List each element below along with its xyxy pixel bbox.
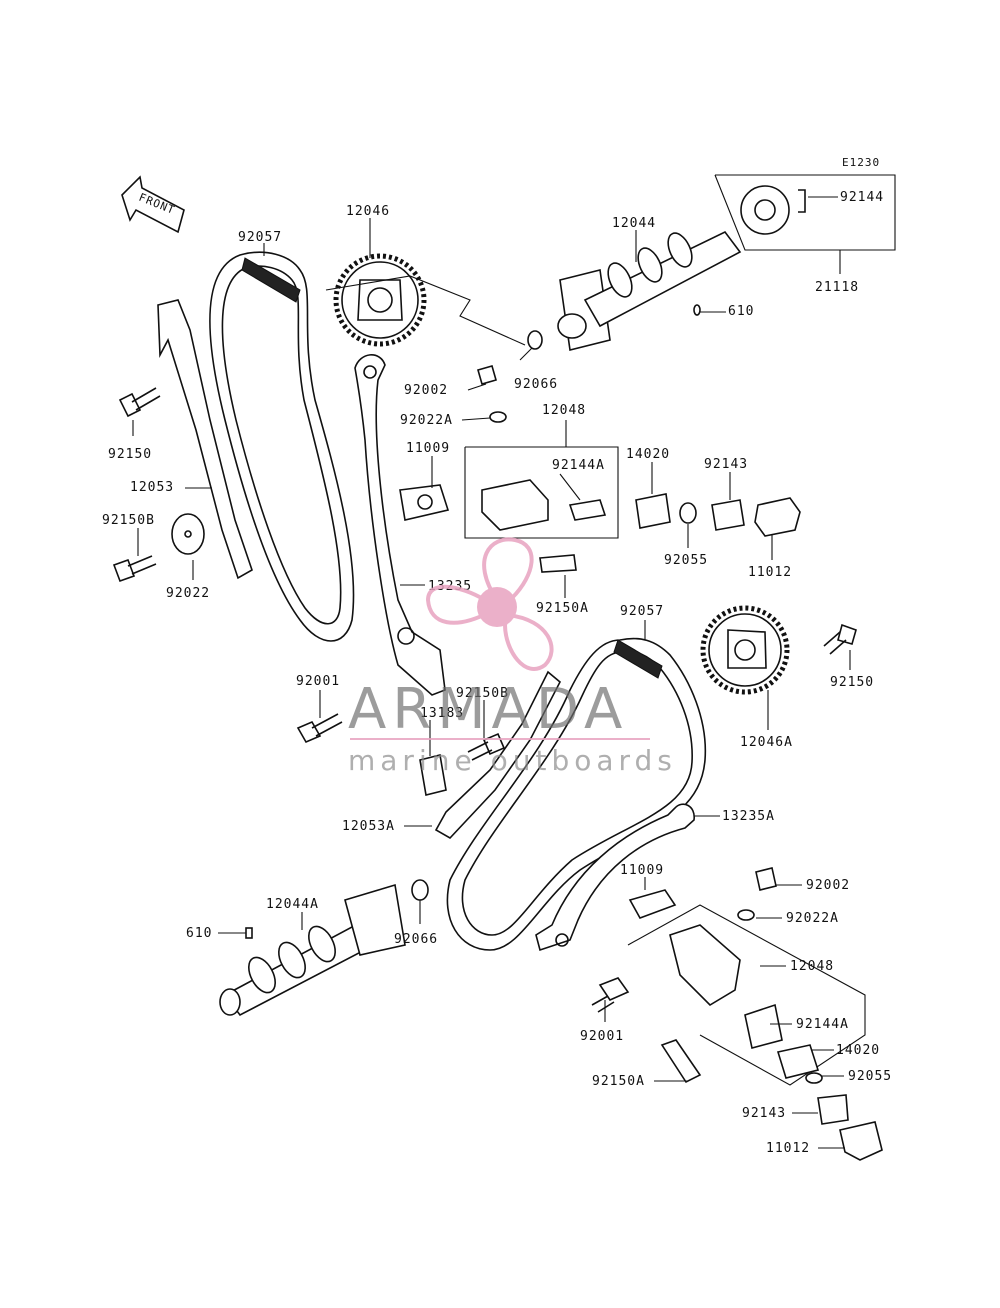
label-92150A-top: 92150A (536, 601, 589, 616)
gasket-11009-bottom (628, 889, 677, 919)
washer-92022A-top (489, 411, 507, 423)
tensioner-12048-top (464, 446, 619, 539)
washer-92022A-bottom (737, 909, 755, 921)
tensioner-12048-bottom (627, 904, 866, 1086)
cap-14020-top (635, 493, 671, 529)
washer-92022 (171, 513, 205, 555)
label-92057-mid: 92057 (620, 604, 664, 619)
diagram-code: E1230 (842, 156, 880, 169)
bolt-92001-bottom (598, 977, 630, 1002)
cam-sprocket-12046A (700, 605, 790, 695)
camshaft-12044A (219, 883, 406, 1017)
label-92066-top: 92066 (514, 377, 558, 392)
chain-tensioner-guide-13235A (535, 803, 695, 952)
bolt-92002-bottom (755, 867, 777, 891)
label-92001-left: 92001 (296, 674, 340, 689)
label-92144A-bottom: 92144A (796, 1017, 849, 1032)
bolt-92150A-bottom (660, 1039, 702, 1084)
pin-610-bottom (245, 927, 253, 939)
bolt-92150B-left (112, 555, 157, 583)
o-ring-92055-bottom (805, 1072, 823, 1084)
bolt-92150-left (118, 387, 161, 418)
cap-14020-bottom (776, 1044, 820, 1079)
cap-11012-bottom (839, 1121, 883, 1161)
label-13183: 13183 (420, 706, 464, 721)
chain-guide-12053 (157, 299, 253, 580)
chain-guide-12053A (434, 670, 562, 840)
label-11012-top: 11012 (748, 565, 792, 580)
label-92150-right: 92150 (830, 675, 874, 690)
label-92150B-left: 92150B (102, 513, 155, 528)
cap-11012-top (754, 497, 801, 537)
gasket-11009-top (399, 484, 450, 521)
label-11012-bottom: 11012 (766, 1141, 810, 1156)
label-21118: 21118 (815, 280, 859, 295)
spacer-92143-bottom (817, 1094, 849, 1125)
chain-tensioner-guide-13235 (354, 354, 446, 696)
watermark-tagline: marine outboards (348, 744, 677, 777)
label-12044: 12044 (612, 216, 656, 231)
bracket-13183 (419, 754, 447, 796)
leader-lines (132, 196, 851, 1149)
label-14020-top: 14020 (626, 447, 670, 462)
label-92150-left: 92150 (108, 447, 152, 462)
label-92002-bottom: 92002 (806, 878, 850, 893)
label-12044A: 12044A (266, 897, 319, 912)
label-92055-top: 92055 (664, 553, 708, 568)
label-92001-bottom: 92001 (580, 1029, 624, 1044)
label-11009-bottom: 11009 (620, 863, 664, 878)
label-12046: 12046 (346, 204, 390, 219)
cam-chain-upper (209, 251, 355, 642)
label-92066-bottom: 92066 (394, 932, 438, 947)
label-92057-top: 92057 (238, 230, 282, 245)
label-12053A: 12053A (342, 819, 395, 834)
o-ring-92055-top (679, 502, 697, 524)
label-92150A-bottom: 92150A (592, 1074, 645, 1089)
watermark-rule (350, 738, 650, 740)
watermark-brand: ARMADA (348, 677, 628, 742)
bolt-92150-right (823, 623, 857, 655)
rotor-assembly-21118 (714, 174, 896, 251)
label-12046A: 12046A (740, 735, 793, 750)
label-92022A-bottom: 92022A (786, 911, 839, 926)
label-610-top: 610 (728, 304, 754, 319)
label-92055-bottom: 92055 (848, 1069, 892, 1084)
label-14020-bottom: 14020 (836, 1043, 880, 1058)
label-92143-top: 92143 (704, 457, 748, 472)
bolt-92002-top (477, 365, 497, 385)
cam-sprocket-12046 (333, 253, 427, 347)
pin-610-top (693, 304, 701, 316)
label-92144: 92144 (840, 190, 884, 205)
front-arrow-icon: FRONT (121, 175, 185, 234)
dowel-92066-bottom (411, 879, 429, 901)
dowel-92066-top (527, 330, 543, 350)
bolt-92150A-top (539, 554, 577, 573)
label-92144A-top: 92144A (552, 458, 605, 473)
label-610-bottom: 610 (186, 926, 212, 941)
label-92022A-top: 92022A (400, 413, 453, 428)
label-11009-top: 11009 (406, 441, 450, 456)
spacer-92143-top (711, 499, 745, 531)
watermark-logo: ARMADA marine outboards (348, 537, 677, 777)
label-13235A: 13235A (722, 809, 775, 824)
label-12048-bottom: 12048 (790, 959, 834, 974)
label-92150B-mid: 92150B (456, 686, 509, 701)
label-92002-top: 92002 (404, 383, 448, 398)
label-92143-bottom: 92143 (742, 1106, 786, 1121)
bolt-92001-left (296, 713, 343, 744)
label-92022: 92022 (166, 586, 210, 601)
camshaft-12044 (557, 230, 742, 351)
propeller-icon (425, 537, 554, 671)
label-12053: 12053 (130, 480, 174, 495)
label-12048-top: 12048 (542, 403, 586, 418)
